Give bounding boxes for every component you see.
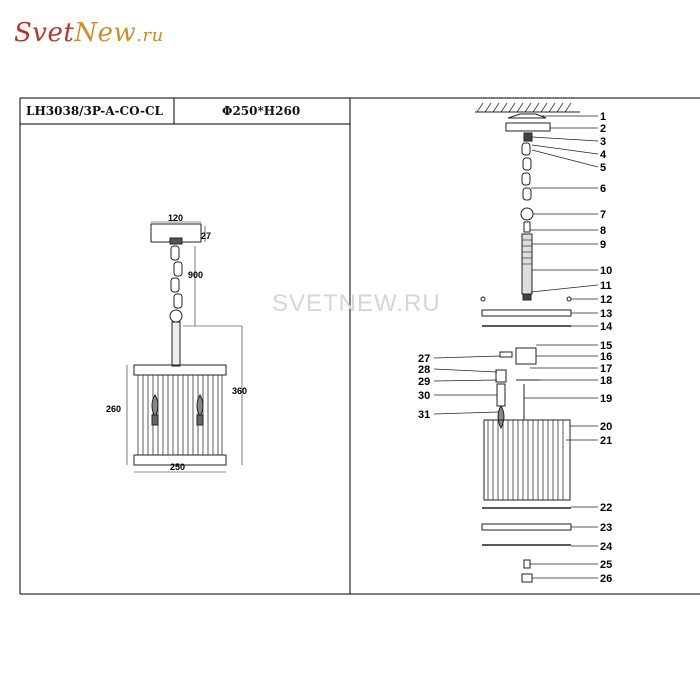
exploded-view <box>475 102 580 583</box>
part-label-14: 14 <box>600 321 613 333</box>
part-label-31: 31 <box>418 409 430 421</box>
part-label-22: 22 <box>600 502 612 514</box>
part-label-2: 2 <box>600 123 606 135</box>
part-label-27: 27 <box>418 353 430 365</box>
part-label-28: 28 <box>418 364 430 376</box>
overall-size: Φ250*H260 <box>222 104 301 118</box>
part-label-18: 18 <box>600 375 612 387</box>
part-label-26: 26 <box>600 573 612 585</box>
part-label-17: 17 <box>600 363 612 375</box>
dim-chain-length: 900 <box>188 270 203 280</box>
part-label-5: 5 <box>600 162 606 174</box>
drawing-frame <box>19 97 700 595</box>
part-label-8: 8 <box>600 225 606 237</box>
part-label-13: 13 <box>600 308 612 320</box>
dim-body-width: 250 <box>170 462 185 472</box>
part-label-7: 7 <box>600 209 606 221</box>
part-labels: 1 2 3 4 5 6 7 8 9 10 11 12 13 14 15 16 1… <box>418 111 613 585</box>
part-label-24: 24 <box>600 541 613 553</box>
part-label-3: 3 <box>600 136 606 148</box>
part-label-12: 12 <box>600 294 612 306</box>
dim-body-height: 260 <box>106 404 121 414</box>
part-label-21: 21 <box>600 435 612 447</box>
part-label-11: 11 <box>600 280 612 292</box>
part-label-20: 20 <box>600 421 612 433</box>
part-label-6: 6 <box>600 183 606 195</box>
watermark: SVETNEW.RU <box>272 290 441 317</box>
part-label-4: 4 <box>600 149 607 161</box>
part-label-10: 10 <box>600 265 612 277</box>
part-label-30: 30 <box>418 390 430 402</box>
part-label-9: 9 <box>600 239 606 251</box>
part-label-16: 16 <box>600 351 612 363</box>
part-label-23: 23 <box>600 522 612 534</box>
dim-canopy-height: 27 <box>201 231 211 241</box>
model-number: LH3038/3P-A-CO-CL <box>26 104 163 118</box>
part-label-29: 29 <box>418 376 430 388</box>
dim-canopy-width: 120 <box>168 213 183 223</box>
front-view <box>126 221 243 473</box>
brand-logo: SvetNew.ru <box>14 18 164 48</box>
dim-total-height: 360 <box>232 386 247 396</box>
part-label-19: 19 <box>600 393 612 405</box>
part-label-1: 1 <box>600 111 606 123</box>
part-label-25: 25 <box>600 559 612 571</box>
part-label-15: 15 <box>600 340 612 352</box>
